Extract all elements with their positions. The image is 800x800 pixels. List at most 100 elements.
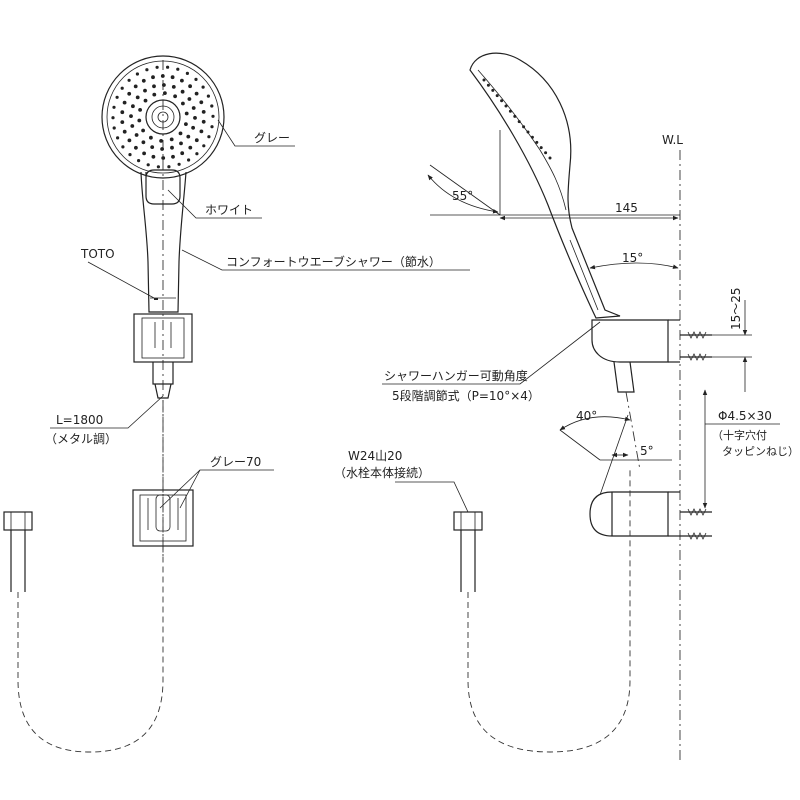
- nozzle-dot: [170, 145, 174, 150]
- nozzle-dot: [180, 78, 184, 83]
- side-nozzle-dot: [526, 130, 530, 134]
- label-angle-15: 15°: [622, 251, 643, 265]
- label-grey70: グレー70: [210, 455, 261, 469]
- nozzle-dot: [121, 145, 125, 149]
- hose-loop-right: [467, 470, 631, 753]
- label-thread-note: （水栓本体接続）: [334, 465, 430, 480]
- label-hanger-step: 5段階調節式（P=10°×4）: [392, 388, 540, 403]
- nozzle-dot: [152, 92, 157, 97]
- nozzle-dot: [151, 75, 155, 80]
- nozzle-dot: [120, 120, 125, 124]
- side-view: [427, 52, 752, 760]
- hanger-side-lower: [589, 491, 669, 537]
- side-nozzle-dot: [535, 140, 539, 144]
- nozzle-dot: [169, 137, 174, 142]
- nozzle-dot: [170, 75, 175, 80]
- nozzle-dot: [184, 122, 188, 126]
- nozzle-dot: [151, 154, 156, 159]
- label-screw-note2: タッピンねじ）: [722, 445, 799, 458]
- nozzle-dot: [137, 159, 141, 163]
- shower-head-inner-ring: [106, 60, 220, 174]
- side-nozzle-dots: [482, 78, 552, 160]
- nozzle-dot: [206, 94, 210, 98]
- nozzle-dot: [155, 65, 159, 69]
- nozzle-dot: [194, 138, 199, 143]
- side-nozzle-dot: [486, 83, 490, 87]
- nozzle-dot: [177, 162, 181, 166]
- label-angle-40: 40°: [576, 409, 597, 423]
- angle-15-arc: [589, 262, 679, 270]
- head-face: [477, 69, 567, 211]
- center-nozzle-core: [157, 111, 169, 123]
- hanger-front-upper: [133, 313, 193, 363]
- side-nozzle-dot: [539, 146, 543, 150]
- hose-connector-side: [613, 361, 635, 393]
- nozzle-dot: [211, 114, 215, 118]
- nozzle-dot: [141, 78, 146, 83]
- leader-thread: [395, 481, 469, 513]
- nozzle-dot: [134, 133, 139, 137]
- nozzle-dots: [111, 65, 215, 169]
- label-angle-5: 5°: [640, 444, 654, 458]
- nozzle-dot: [146, 163, 150, 167]
- label-thread: W24山20: [348, 449, 402, 463]
- center-nozzle-inner: [151, 105, 175, 129]
- nozzle-dot: [210, 104, 214, 108]
- hose-nut-right: [453, 511, 483, 531]
- nozzle-dot: [127, 138, 132, 143]
- side-nozzle-dot: [544, 151, 548, 155]
- leader-product: [181, 249, 470, 271]
- leader-white: [167, 189, 262, 219]
- nozzle-dot: [207, 135, 211, 139]
- label-wl: W.L: [662, 133, 683, 147]
- side-nozzle-dot: [500, 99, 504, 103]
- nozzle-dot: [181, 101, 185, 106]
- label-dim-15-25: 15～25: [729, 287, 743, 330]
- nozzle-dot: [160, 74, 165, 78]
- leader-hanger: [382, 321, 601, 385]
- leader-hose: [50, 395, 164, 429]
- side-nozzle-dot: [508, 109, 512, 113]
- white-button: [145, 169, 181, 205]
- nozzle-dot: [159, 139, 164, 143]
- label-screw: Φ4.5×30: [718, 409, 772, 423]
- nozzle-dot: [186, 134, 191, 139]
- nozzle-dot: [180, 151, 185, 156]
- nozzle-dot: [162, 83, 166, 87]
- label-white: ホワイト: [205, 203, 253, 217]
- angle-55-arc: [427, 174, 499, 214]
- leader-grey70-a: [159, 469, 274, 509]
- hose-loop-left: [17, 400, 164, 753]
- nozzle-dot: [141, 140, 146, 145]
- nozzle-dot: [143, 98, 148, 103]
- nozzle-dot: [184, 111, 189, 116]
- nozzle-dot: [199, 100, 204, 105]
- nozzle-dot: [185, 71, 189, 75]
- nozzle-dot: [115, 95, 119, 99]
- nozzle-dot: [188, 145, 193, 150]
- nozzle-dot: [195, 152, 199, 156]
- nozzle-dot: [145, 68, 149, 72]
- nozzle-dot: [194, 91, 199, 96]
- hose-end-left: [10, 530, 26, 592]
- hose-nut-left: [3, 511, 33, 531]
- label-screw-note1: （十字穴付: [712, 428, 767, 442]
- hanger-side-upper: [591, 319, 669, 363]
- labels: グレー ホワイト TOTO コンフォートウエーブシャワー（節水） L=1800 …: [45, 131, 799, 480]
- nozzle-dot: [176, 67, 180, 71]
- nozzle-dot: [122, 100, 127, 105]
- label-product: コンフォートウエーブシャワー（節水）: [226, 254, 441, 269]
- nozzle-dot: [188, 84, 193, 89]
- nozzle-dot: [166, 65, 170, 69]
- nozzle-dot: [173, 94, 178, 99]
- leader-grey: [217, 119, 295, 147]
- nozzle-dot: [127, 78, 131, 82]
- side-nozzle-dot: [495, 94, 499, 98]
- nozzle-dot: [201, 85, 205, 89]
- nozzle-dot: [150, 145, 155, 150]
- nozzle-dot: [167, 165, 171, 169]
- nozzle-dot: [156, 165, 160, 169]
- nozzle-dot: [131, 104, 135, 109]
- side-nozzle-dot: [513, 114, 517, 118]
